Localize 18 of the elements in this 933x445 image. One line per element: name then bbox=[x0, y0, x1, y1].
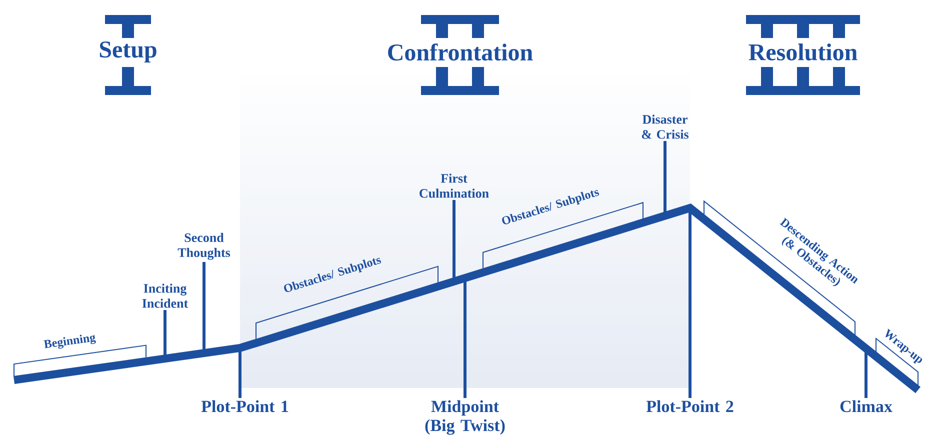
segment-label: Beginning bbox=[44, 334, 96, 349]
leader-line bbox=[464, 280, 466, 398]
leader-line bbox=[202, 262, 206, 352]
leader-line bbox=[688, 210, 692, 398]
event-label: Plot-Point 1 bbox=[201, 400, 288, 412]
leader-line bbox=[452, 200, 456, 280]
event-label: Plot-Point 2 bbox=[646, 400, 734, 412]
act-title: Confrontation bbox=[388, 43, 533, 61]
event-label: Climax bbox=[840, 400, 892, 412]
event-label: Disaster & Crisis bbox=[642, 114, 689, 139]
event-label: Midpoint (Big Twist) bbox=[425, 400, 505, 435]
leader-line bbox=[238, 350, 242, 398]
act-title: Setup bbox=[100, 42, 156, 62]
leader-line bbox=[664, 141, 666, 214]
event-label: First Culmination bbox=[420, 174, 489, 198]
leader-line bbox=[164, 310, 166, 357]
act-title: Resolution bbox=[748, 44, 858, 60]
leader-line bbox=[864, 350, 868, 398]
